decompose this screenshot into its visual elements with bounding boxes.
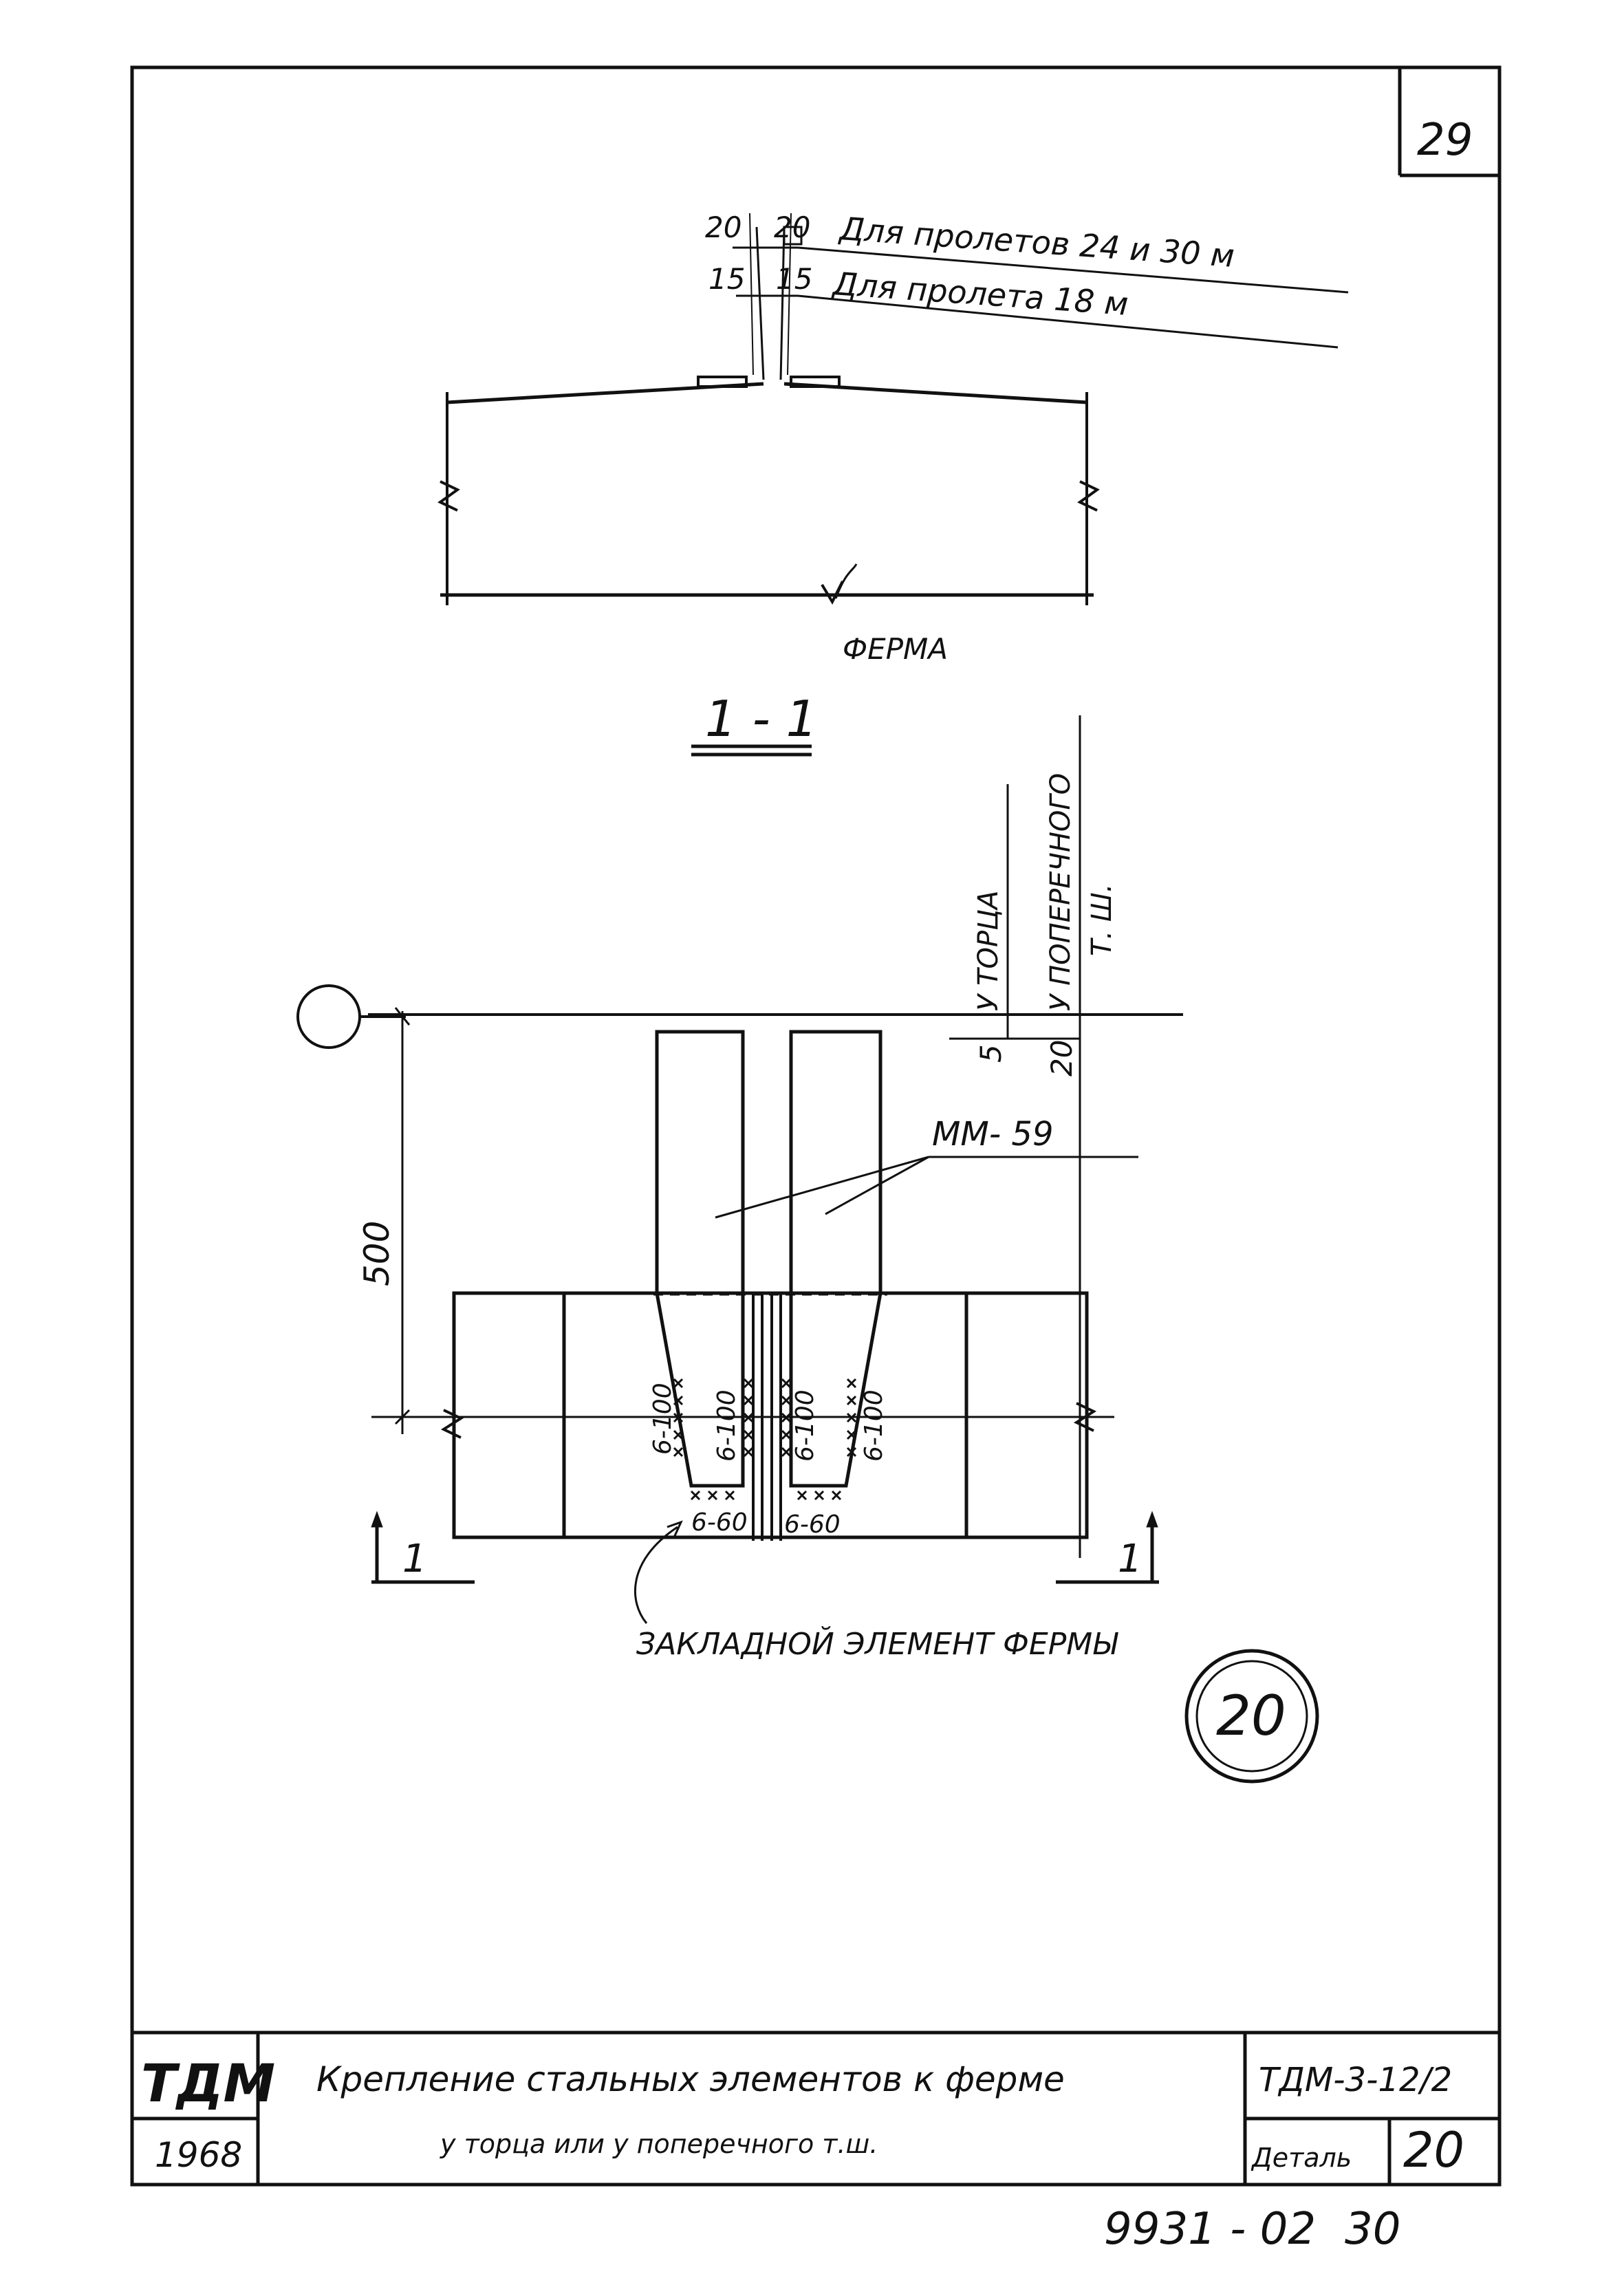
detail-circle-number: 20: [1216, 1684, 1286, 1748]
dim-top-15-right: 15: [776, 262, 812, 296]
title-line-2: у торца или у поперечного т.ш.: [440, 2129, 878, 2159]
sheet-number: 29: [1417, 115, 1473, 166]
section-plan: [296, 715, 1183, 1624]
title-block: [132, 2031, 1500, 2185]
dim-top-15-left: 15: [708, 262, 745, 296]
label-at-end: У ТОРЦА: [973, 890, 1004, 1011]
label-at-joint-1: У ПОПЕРЕЧНОГО: [1045, 773, 1076, 1011]
weld-outer-left: 6-100: [649, 1383, 677, 1455]
detail-number: 20: [1403, 2122, 1464, 2178]
cut-mark-right: 1: [1118, 1537, 1143, 1581]
doc-code: ТДМ-3-12/2: [1259, 2061, 1452, 2099]
top-profile: [437, 213, 1349, 605]
truss-label: ФЕРМА: [843, 632, 948, 666]
cut-mark-left: 1: [402, 1537, 427, 1581]
weld-marks: [673, 1378, 857, 1501]
sheet-frame: [130, 65, 1502, 2187]
weld-inner-right: 6-100: [791, 1389, 819, 1462]
dim-top-20-right: 20: [774, 210, 810, 244]
embed-element-label: ЗАКЛАДНОЙ ЭЛЕМЕНТ ФЕРМЫ: [636, 1625, 1118, 1662]
weld-bottom-right: 6-60: [784, 1510, 841, 1539]
section-label: 1 - 1: [705, 690, 817, 748]
footer-code: 9931 - 02: [1104, 2204, 1316, 2255]
footer-page: 30: [1345, 2204, 1400, 2255]
part-mark-mm59: ММ- 59: [932, 1115, 1053, 1154]
dim-500: 500: [357, 1221, 397, 1286]
dim-5: 5: [974, 1044, 1008, 1063]
weld-bottom-left: 6-60: [691, 1508, 748, 1537]
title-line-1: Крепление стальных элементов к ферме: [316, 2059, 1065, 2099]
title-org: ТДМ: [141, 2053, 275, 2114]
detail-circle: [1184, 1649, 1319, 1784]
dim-20: 20: [1045, 1040, 1079, 1076]
section-underline: [691, 744, 812, 757]
note-spans-24-30: Для пролетов 24 и 30 м: [837, 210, 1235, 274]
weld-outer-right: 6-100: [860, 1389, 888, 1462]
weld-inner-left: 6-100: [713, 1389, 741, 1462]
detail-label: Деталь: [1251, 2143, 1352, 2173]
dim-top-20-left: 20: [705, 210, 741, 244]
title-year: 1968: [155, 2135, 242, 2175]
label-at-joint-2: Т. Ш.: [1086, 884, 1118, 956]
